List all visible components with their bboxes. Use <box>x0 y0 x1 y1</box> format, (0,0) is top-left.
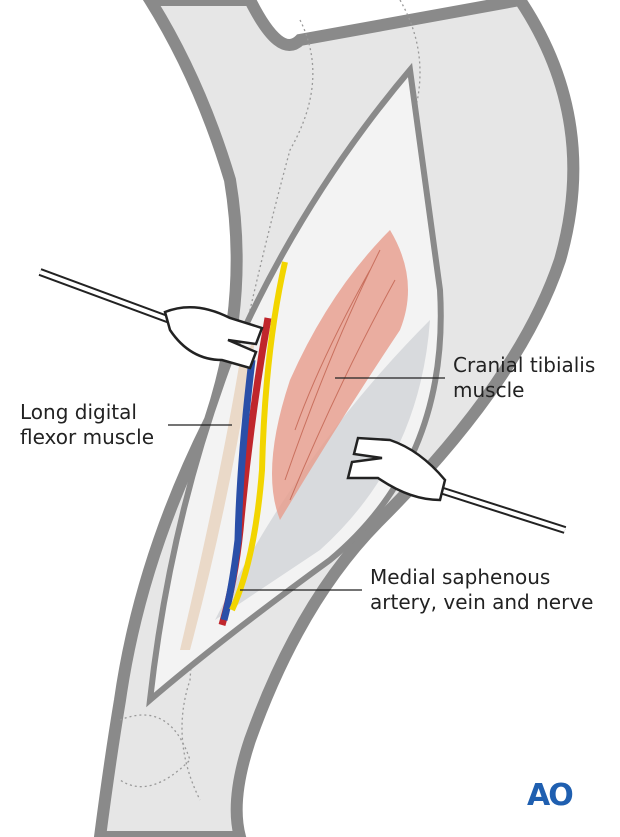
label-line: Cranial tibialis <box>453 353 596 377</box>
label-medial-saphenous: Medial saphenous artery, vein and nerve <box>370 565 593 615</box>
label-line: flexor muscle <box>20 425 155 449</box>
ao-logo: AO <box>527 778 574 813</box>
label-line: artery, vein and nerve <box>370 590 594 614</box>
medial-saphenous-vein <box>220 359 256 621</box>
saphenous-nerve <box>229 261 288 612</box>
retractor-left <box>38 268 264 370</box>
deep-fascia <box>215 320 430 620</box>
label-long-digital-flexor: Long digital flexor muscle <box>20 400 154 450</box>
label-line: Medial saphenous <box>370 565 551 589</box>
label-cranial-tibialis: Cranial tibialis muscle <box>453 353 595 403</box>
cranial-tibialis-muscle <box>272 230 408 520</box>
long-digital-flexor-muscle <box>180 340 255 650</box>
label-line: muscle <box>453 378 525 402</box>
bone-outline <box>181 19 314 801</box>
muscle-fibers <box>284 249 396 501</box>
label-line: Long digital <box>20 400 137 424</box>
retractor-right <box>346 436 567 534</box>
bone-outline <box>119 714 191 788</box>
